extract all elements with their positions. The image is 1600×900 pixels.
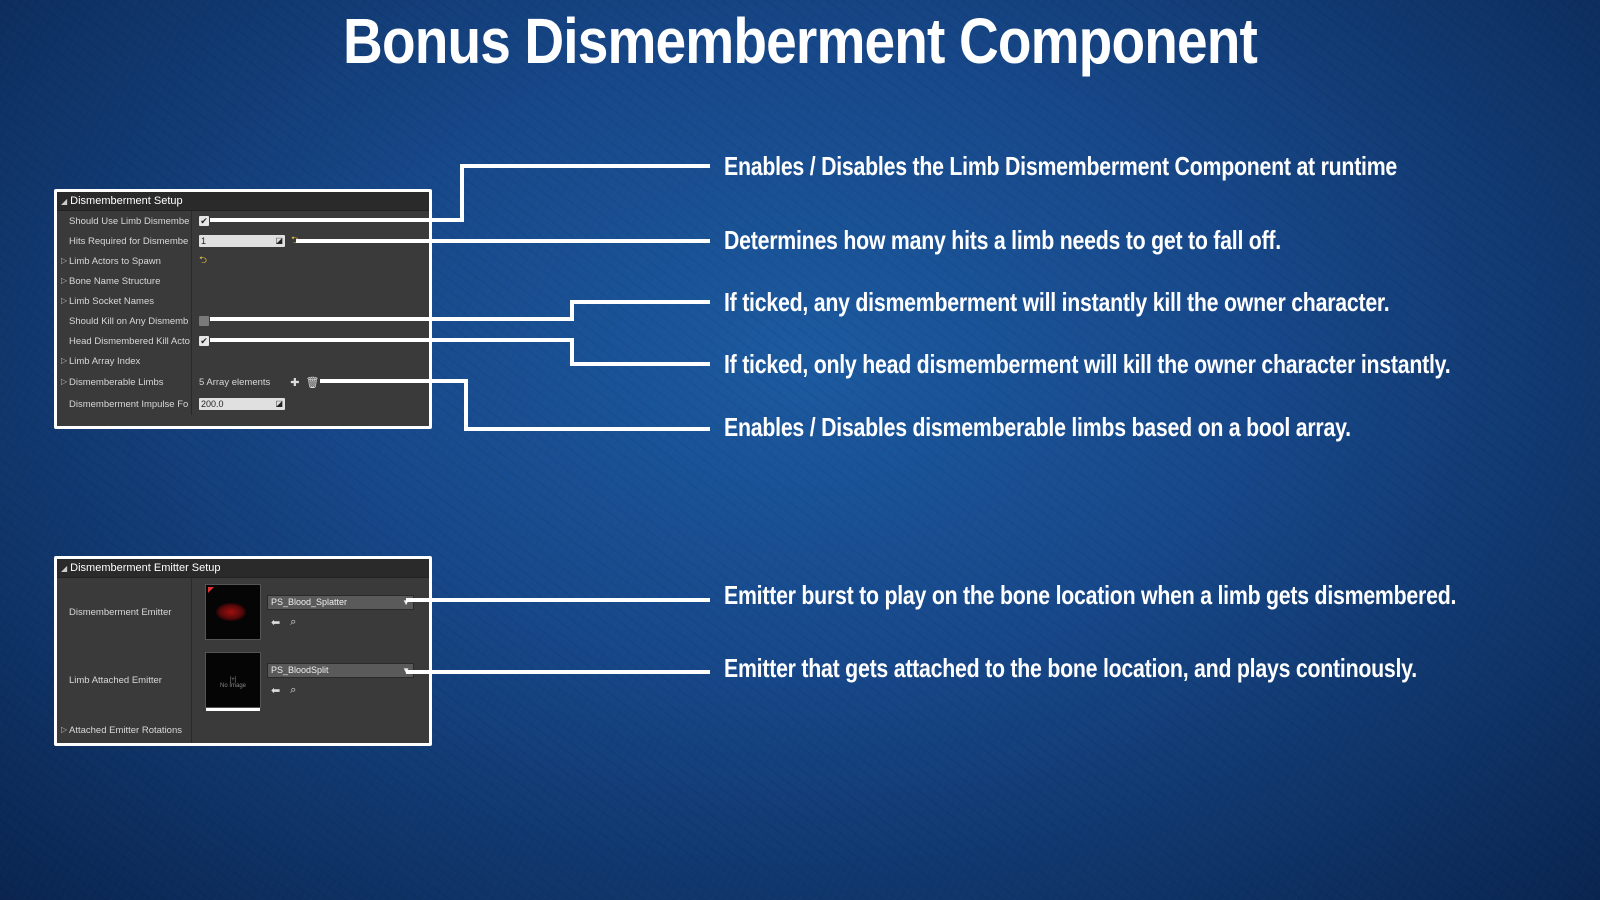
connector-line	[210, 218, 464, 222]
connector-line	[464, 379, 468, 431]
callout-text: Emitter that gets attached to the bone l…	[724, 653, 1417, 683]
search-icon[interactable]: ⌕	[290, 684, 297, 696]
property-label: Limb Actors to Spawn	[69, 255, 161, 267]
use-selected-arrow-icon[interactable]: ⬅	[271, 685, 281, 697]
connector-line	[210, 317, 574, 321]
connector-line	[296, 239, 710, 243]
emitter-asset-dropdown[interactable]: PS_Blood_Splatter ▼	[267, 595, 414, 610]
drag-grip-icon: ◪	[275, 399, 283, 408]
collapse-triangle-icon[interactable]: ◢	[61, 563, 68, 573]
emitter-row: Limb Attached Emitter [+]No Image PS_Blo…	[57, 646, 429, 714]
asset-thumbnail[interactable]	[205, 584, 261, 640]
property-label: Dismemberment Impulse Fo	[69, 398, 189, 410]
property-row[interactable]: ▷Bone Name Structure	[57, 271, 429, 291]
callout-text: Determines how many hits a limb needs to…	[724, 225, 1281, 255]
expand-triangle-icon[interactable]: ▷	[61, 376, 68, 386]
use-selected-arrow-icon[interactable]: ⬅	[271, 617, 281, 629]
thumbnail-underline	[206, 708, 260, 711]
expand-triangle-icon[interactable]: ▷	[61, 355, 68, 365]
no-image-text: No Image	[219, 683, 246, 689]
connector-line	[210, 338, 574, 342]
dismemberment-setup-panel: ◢ Dismemberment Setup Should Use Limb Di…	[54, 189, 432, 429]
panel-header[interactable]: ◢ Dismemberment Emitter Setup	[57, 559, 429, 578]
expand-triangle-icon[interactable]: ▷	[61, 295, 68, 305]
connector-line	[406, 670, 710, 674]
property-label: Limb Array Index	[69, 355, 141, 367]
property-label: Bone Name Structure	[69, 275, 161, 287]
callout-text: If ticked, only head dismemberment will …	[724, 349, 1451, 379]
connector-line	[570, 362, 710, 366]
search-icon[interactable]: ⌕	[290, 616, 297, 628]
property-row[interactable]: ▷Limb Socket Names	[57, 291, 429, 311]
drag-grip-icon: ◪	[275, 236, 283, 245]
reset-arrow-icon[interactable]: ⮌	[199, 254, 208, 266]
property-label: Dismemberment Emitter	[69, 606, 172, 618]
panel-header-label: Dismemberment Emitter Setup	[70, 562, 221, 574]
add-element-icon[interactable]: ✚	[290, 376, 300, 389]
property-row[interactable]: ▷Limb Actors to Spawn ⮌	[57, 251, 429, 271]
panel-header-label: Dismemberment Setup	[70, 195, 183, 207]
head-kill-checkbox[interactable]: ✔	[199, 336, 209, 346]
connector-line	[570, 338, 574, 366]
emitter-rows: Dismemberment Emitter PS_Blood_Splatter ▼…	[57, 578, 429, 743]
hits-required-value: 1	[201, 236, 207, 246]
expand-triangle-icon[interactable]: ▷	[61, 255, 68, 265]
property-rows: Should Use Limb Dismembe ✔ Hits Required…	[57, 211, 429, 415]
trash-icon[interactable]: 🗑	[305, 376, 320, 389]
property-label: Attached Emitter Rotations	[69, 724, 182, 736]
callout-text: Enables / Disables dismemberable limbs b…	[724, 412, 1351, 442]
connector-line	[460, 164, 464, 222]
connector-line	[570, 300, 710, 304]
property-row[interactable]: ▷Attached Emitter Rotations	[57, 714, 429, 743]
callout-text: Emitter burst to play on the bone locati…	[724, 580, 1457, 610]
property-label: Should Kill on Any Dismemb	[69, 315, 189, 327]
expand-triangle-icon[interactable]: ▷	[61, 724, 68, 734]
property-row[interactable]: ▷Limb Array Index	[57, 351, 429, 371]
emitter-setup-panel: ◢ Dismemberment Emitter Setup Dismemberm…	[54, 556, 432, 746]
property-label: Head Dismembered Kill Acto	[69, 335, 190, 347]
connector-line	[406, 598, 710, 602]
asset-thumbnail[interactable]: [+]No Image	[205, 652, 261, 711]
chevron-down-icon: ▼	[402, 598, 410, 607]
no-image-placeholder: [+]No Image	[219, 677, 246, 689]
property-row: Hits Required for Dismembe 1◪ ⮌	[57, 231, 429, 251]
limb-emitter-asset-dropdown[interactable]: PS_BloodSplit▼	[267, 663, 414, 678]
connector-line	[570, 300, 574, 321]
should-use-limb-checkbox[interactable]: ✔	[199, 216, 209, 226]
kill-on-any-checkbox[interactable]	[199, 316, 209, 326]
property-label: Hits Required for Dismembe	[69, 235, 189, 247]
asset-name: PS_Blood_Splatter	[271, 597, 348, 607]
asset-type-marker	[208, 587, 214, 593]
connector-line	[464, 427, 710, 431]
impulse-force-input[interactable]: 200.0 ◪	[199, 398, 285, 410]
property-row: Should Kill on Any Dismemb	[57, 311, 429, 331]
impulse-force-value: 200.0	[201, 399, 224, 409]
property-label: Limb Attached Emitter	[69, 674, 162, 686]
property-row[interactable]: ▷Dismemberable Limbs 5 Array elements ✚ …	[57, 371, 429, 393]
reset-arrow-icon[interactable]: ⮌	[291, 234, 300, 246]
connector-line	[320, 379, 468, 383]
connector-line	[460, 164, 710, 168]
property-row: Head Dismembered Kill Acto ✔	[57, 331, 429, 351]
property-row: Dismemberment Impulse Fo 200.0 ◪	[57, 393, 429, 415]
property-label: Dismemberable Limbs	[69, 376, 164, 388]
emitter-row: Dismemberment Emitter PS_Blood_Splatter ▼…	[57, 578, 429, 646]
hits-required-input[interactable]: 1◪	[199, 235, 285, 247]
blood-preview-image	[216, 603, 246, 621]
property-label: Should Use Limb Dismembe	[69, 215, 190, 227]
property-row: Should Use Limb Dismembe ✔	[57, 211, 429, 231]
collapse-triangle-icon[interactable]: ◢	[61, 196, 68, 206]
page-title: Bonus Dismemberment Component	[343, 5, 1258, 77]
property-label: Limb Socket Names	[69, 295, 155, 307]
asset-name: PS_BloodSplit	[271, 665, 329, 675]
callout-text: If ticked, any dismemberment will instan…	[724, 287, 1390, 317]
array-count-text: 5 Array elements	[199, 376, 271, 388]
expand-triangle-icon[interactable]: ▷	[61, 275, 68, 285]
panel-header[interactable]: ◢ Dismemberment Setup	[57, 192, 429, 211]
callout-text: Enables / Disables the Limb Dismembermen…	[724, 151, 1398, 181]
